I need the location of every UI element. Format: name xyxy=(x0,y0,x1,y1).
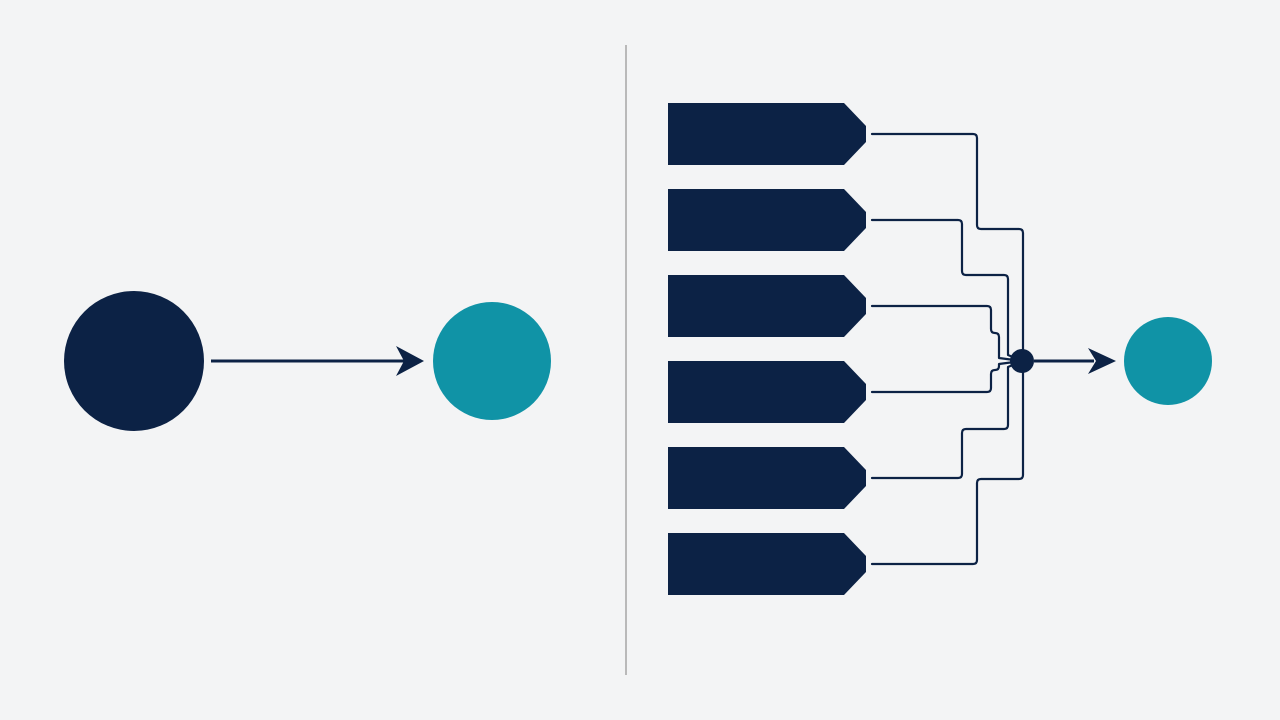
connector-wire-4 xyxy=(870,359,1024,394)
connector-wire-1 xyxy=(870,132,1025,363)
input-block-4 xyxy=(668,361,866,423)
connector-wire-5 xyxy=(870,359,1024,480)
connector-wire-6 xyxy=(870,359,1025,566)
input-block-5 xyxy=(668,447,866,509)
input-block-6 xyxy=(668,533,866,595)
left-panel xyxy=(64,291,551,431)
merge-node xyxy=(1010,349,1034,373)
input-block-2 xyxy=(668,189,866,251)
input-block-3 xyxy=(668,275,866,337)
output-node xyxy=(1124,317,1212,405)
arrow-right-icon xyxy=(1034,348,1116,374)
source-node xyxy=(64,291,204,431)
target-node xyxy=(433,302,551,420)
input-block-1 xyxy=(668,103,866,165)
right-panel xyxy=(668,103,1212,595)
arrow-right-icon xyxy=(211,346,424,376)
connector-wire-2 xyxy=(870,218,1024,363)
connector-wire-3 xyxy=(870,304,1024,363)
